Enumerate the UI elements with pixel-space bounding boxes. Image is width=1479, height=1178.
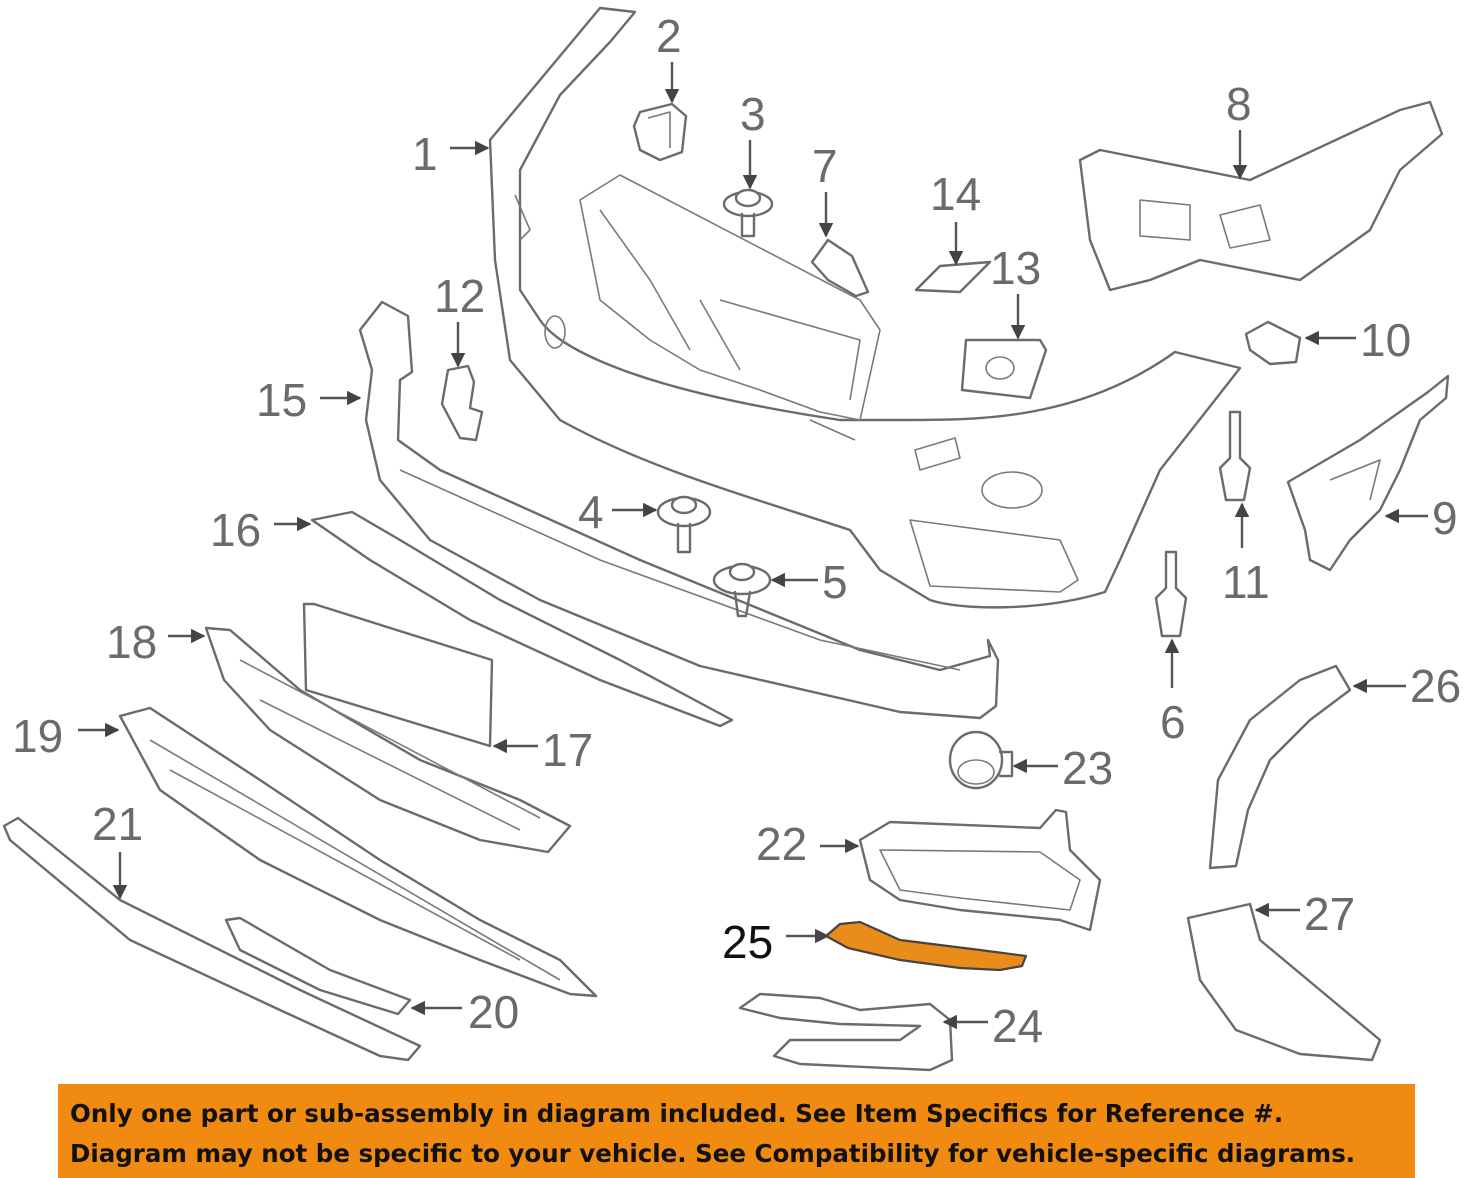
- callout-26: 26: [1410, 660, 1461, 712]
- part-10-clip-nut: [1244, 320, 1302, 366]
- disclaimer-line-1: Only one part or sub-assembly in diagram…: [70, 1099, 1284, 1128]
- callout-20: 20: [468, 986, 519, 1038]
- part-1-bumper-cover: [488, 6, 1242, 609]
- disclaimer-line-2: Diagram may not be specific to your vehi…: [70, 1139, 1356, 1168]
- callout-8: 8: [1226, 78, 1252, 130]
- part-11-rivet: [1218, 410, 1252, 502]
- part-4-push-clip: [656, 495, 712, 554]
- callout-25: 25: [722, 916, 773, 968]
- callout-5: 5: [822, 556, 848, 608]
- part-23-park-sensor: [948, 730, 1014, 790]
- disclaimer-banner: Only one part or sub-assembly in diagram…: [58, 1084, 1415, 1178]
- part-17-license-bracket: [302, 602, 494, 748]
- callout-1: 1: [412, 128, 438, 180]
- callout-9: 9: [1432, 492, 1458, 544]
- callout-16: 16: [210, 504, 261, 556]
- part-20-trim-strip: [224, 916, 412, 1016]
- part-22-fog-lamp-bezel: [858, 808, 1102, 932]
- part-7-bracket: [810, 238, 870, 298]
- part-21-trim-molding: [2, 816, 422, 1062]
- part-12-bracket: [440, 364, 484, 442]
- callout-15: 15: [256, 374, 307, 426]
- part-6-rivet: [1154, 550, 1188, 638]
- part-19-lower-grille: [118, 706, 598, 998]
- callout-14: 14: [930, 168, 981, 220]
- part-2-bracket: [632, 102, 688, 162]
- callout-7: 7: [812, 140, 838, 192]
- callout-17: 17: [542, 724, 593, 776]
- part-27-air-duct: [1186, 902, 1382, 1062]
- part-14-cover: [914, 260, 992, 294]
- part-16-lower-trim: [310, 510, 734, 728]
- callout-2: 2: [656, 10, 682, 62]
- callout-4: 4: [578, 486, 604, 538]
- part-5-push-clip: [712, 562, 772, 618]
- callout-24: 24: [992, 1000, 1043, 1052]
- part-3-push-clip: [722, 188, 774, 238]
- callout-27: 27: [1304, 888, 1355, 940]
- callout-3: 3: [740, 88, 766, 140]
- callout-11: 11: [1222, 556, 1270, 608]
- callout-22: 22: [756, 818, 807, 870]
- callout-18: 18: [106, 616, 157, 668]
- callout-10: 10: [1360, 314, 1411, 366]
- part-15-lower-spoiler: [358, 300, 1000, 720]
- part-26-wheel-arch-molding: [1208, 664, 1352, 870]
- callout-13: 13: [990, 242, 1041, 294]
- callout-19: 19: [12, 710, 63, 762]
- callout-23: 23: [1062, 742, 1113, 794]
- part-25-bezel-trim-molding: [824, 920, 1028, 972]
- part-24-bezel-trim: [738, 992, 954, 1072]
- callout-21: 21: [92, 798, 143, 850]
- part-18-lower-grille: [204, 626, 572, 854]
- callout-6: 6: [1160, 696, 1186, 748]
- part-8-mounting-bracket: [1078, 100, 1444, 292]
- callout-12: 12: [434, 270, 485, 322]
- part-9-side-bracket: [1286, 374, 1450, 572]
- part-13-tow-hook-cover: [960, 338, 1048, 400]
